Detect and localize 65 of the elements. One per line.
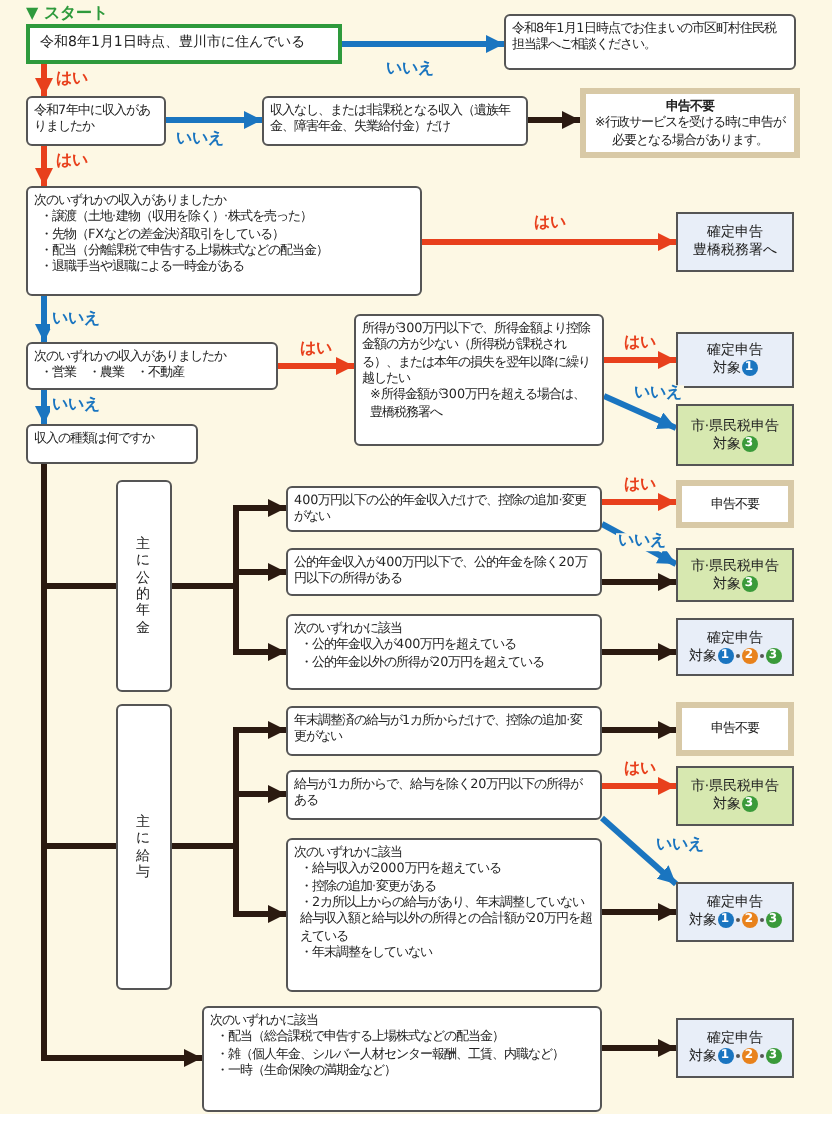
edge-label: はい [532, 215, 568, 233]
question-box [286, 770, 602, 820]
arrow [602, 493, 676, 511]
edge-label: いいえ [632, 385, 684, 403]
arrow [602, 721, 676, 739]
arrow [35, 390, 53, 424]
arrow [35, 146, 53, 186]
edge-label: いいえ [50, 397, 102, 415]
arrow [166, 111, 262, 129]
edge-label: いいえ [616, 533, 668, 551]
question-box [26, 342, 278, 390]
edge-label: はい [298, 341, 334, 359]
edge-label: はい [54, 153, 90, 171]
arrow [278, 357, 354, 375]
result-box [676, 618, 794, 676]
edge-label: いいえ [174, 131, 226, 149]
arrow [35, 296, 53, 342]
arrow [602, 393, 678, 431]
question-box [286, 548, 602, 596]
start-label: ▼ スタート [26, 2, 108, 24]
category-box [116, 704, 172, 990]
result-box [676, 1018, 794, 1078]
question-box [286, 706, 602, 756]
arrow [602, 573, 676, 591]
result-box [676, 332, 794, 388]
arrow [602, 777, 676, 795]
question-box [26, 186, 422, 296]
result-box [676, 548, 794, 602]
arrow [172, 583, 286, 661]
arrow [602, 1039, 676, 1057]
result-box [676, 882, 794, 942]
result-box [580, 88, 800, 158]
question-box [262, 96, 528, 146]
arrow [600, 815, 678, 887]
edge-label: いいえ [384, 61, 436, 79]
question-box [354, 314, 604, 446]
start-box [26, 24, 342, 64]
edge-label: はい [622, 761, 658, 779]
result-box [676, 212, 794, 272]
question-box [202, 1006, 602, 1112]
arrow [172, 843, 286, 923]
edge-label: はい [622, 335, 658, 353]
category-box [116, 480, 172, 692]
edge-label: いいえ [50, 311, 102, 329]
question-box [286, 614, 602, 690]
result-box [676, 766, 794, 826]
arrow [41, 464, 202, 1067]
result-box [676, 404, 794, 466]
arrow [528, 111, 580, 129]
edge-label: いいえ [654, 837, 706, 855]
question-box [26, 424, 198, 464]
arrow [422, 233, 676, 251]
arrow [35, 64, 53, 96]
arrow [342, 35, 504, 53]
question-box [286, 486, 602, 532]
result-box [676, 480, 794, 528]
arrow [602, 643, 676, 661]
question-box [26, 96, 166, 146]
question-box [286, 838, 602, 992]
arrow [604, 351, 676, 369]
edge-label: はい [54, 71, 90, 89]
edge-label: はい [622, 477, 658, 495]
arrow [602, 903, 676, 921]
question-box [504, 14, 796, 70]
result-box [676, 702, 794, 756]
